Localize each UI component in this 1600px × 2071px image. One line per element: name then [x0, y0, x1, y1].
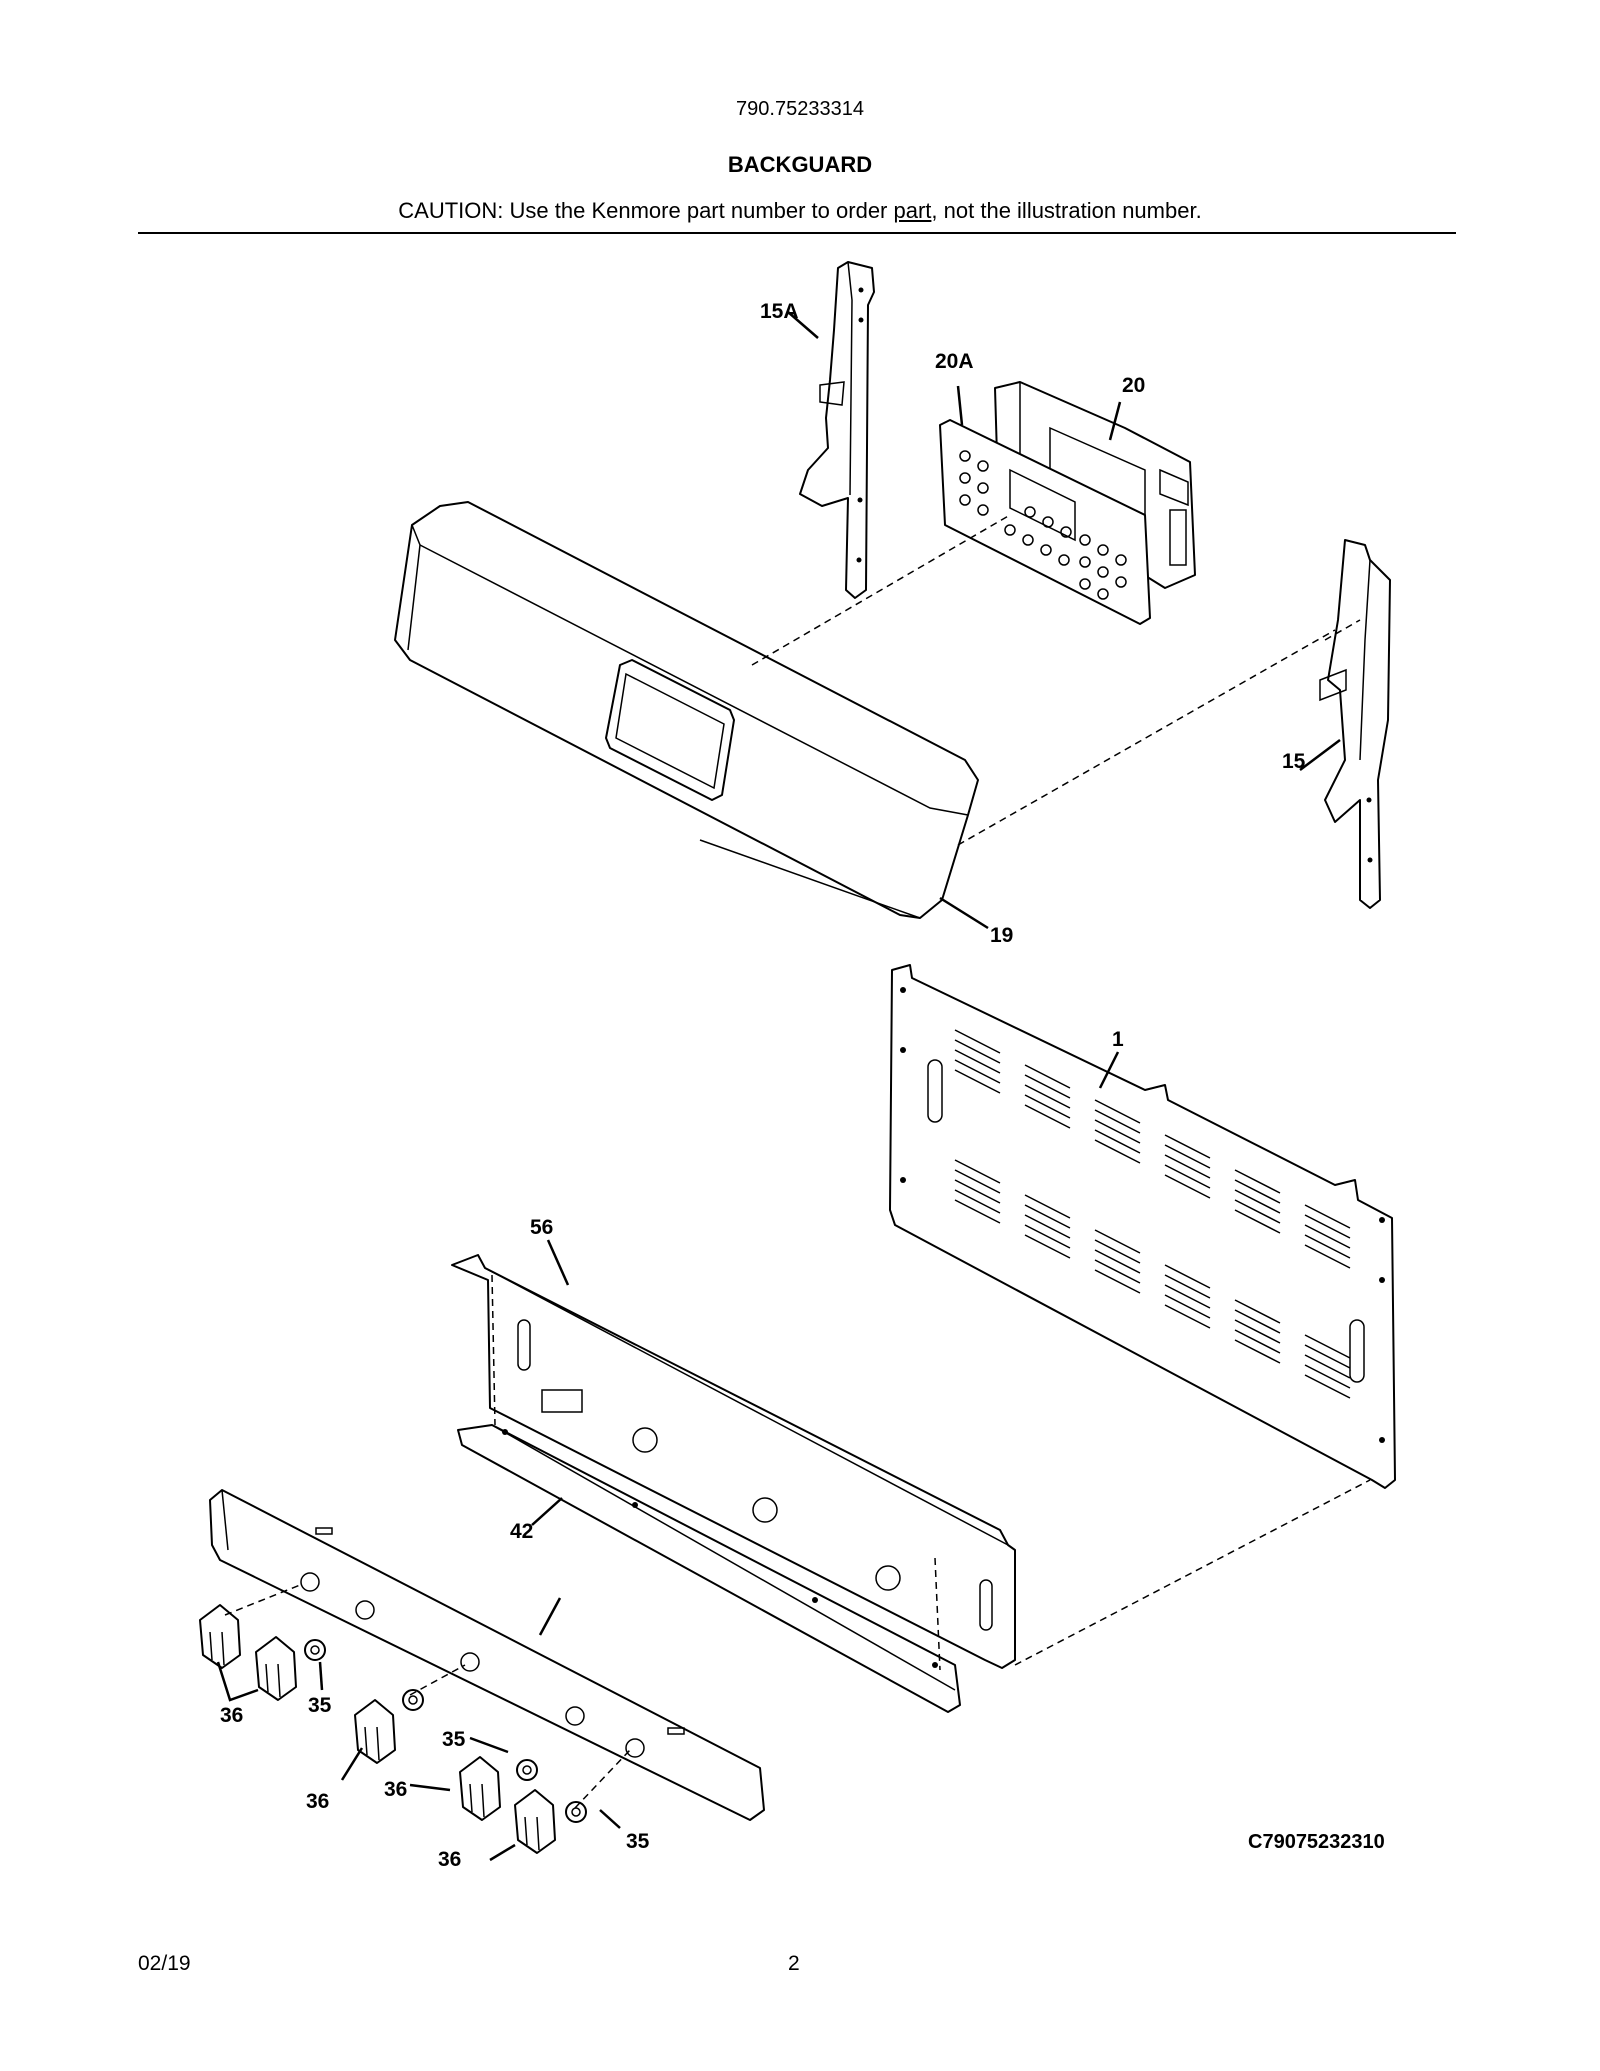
callout-36: 36	[384, 1778, 407, 1801]
front-manifold-panel	[209, 1489, 765, 1821]
knob	[255, 1636, 297, 1701]
callout-36: 36	[438, 1848, 461, 1871]
knob	[459, 1756, 501, 1821]
callout-35: 35	[308, 1694, 332, 1717]
callout-1: 1	[1112, 1028, 1124, 1051]
caution-text-underlined: part	[893, 198, 932, 223]
manifold-panel-56	[451, 1254, 1016, 1669]
bezel	[402, 1689, 424, 1711]
callout-36: 36	[220, 1704, 243, 1727]
bezel	[565, 1801, 587, 1823]
knob	[199, 1604, 241, 1669]
bezel	[304, 1639, 326, 1661]
callout-15a: 15A	[760, 300, 799, 323]
control-panel-19	[394, 501, 979, 919]
right-end-bracket-15	[1319, 539, 1391, 909]
model-number: 790.75233314	[736, 98, 864, 120]
rear-panel-vents	[954, 1029, 1351, 1399]
header-rule	[138, 232, 1456, 234]
knob	[354, 1699, 396, 1764]
footer-date: 02/19	[138, 1952, 191, 1975]
callout-42: 42	[510, 1520, 533, 1543]
caution-text-end: , not the illustration number.	[931, 198, 1202, 223]
callout-35: 35	[626, 1830, 650, 1853]
overlay-20a	[939, 419, 1151, 625]
knobs-36	[199, 1604, 556, 1854]
bezel	[516, 1759, 538, 1781]
leader-lines	[216, 311, 1341, 1862]
callout-35: 35	[442, 1728, 466, 1751]
callout-36: 36	[306, 1790, 329, 1813]
section-title: BACKGUARD	[727, 152, 873, 177]
page-number: 2	[788, 1952, 800, 1975]
caution-text-start: CAUTION: Use the Kenmore part number to …	[398, 198, 894, 223]
drawing-code: C79075232310	[1248, 1831, 1385, 1853]
bezels-35	[304, 1639, 587, 1823]
knob	[514, 1789, 556, 1854]
callout-56: 56	[530, 1216, 553, 1239]
trim-42	[457, 1424, 961, 1713]
callout-20a: 20A	[935, 350, 974, 373]
rear-panel-1	[889, 964, 1396, 1489]
callout-20: 20	[1122, 374, 1145, 397]
callout-19: 19	[990, 924, 1013, 947]
caution-note: CAUTION: Use the Kenmore part number to …	[0, 198, 1600, 224]
assembly-dashed-lines	[224, 514, 1371, 1809]
callout-15: 15	[1282, 750, 1306, 773]
left-end-bracket-15a	[799, 261, 875, 599]
